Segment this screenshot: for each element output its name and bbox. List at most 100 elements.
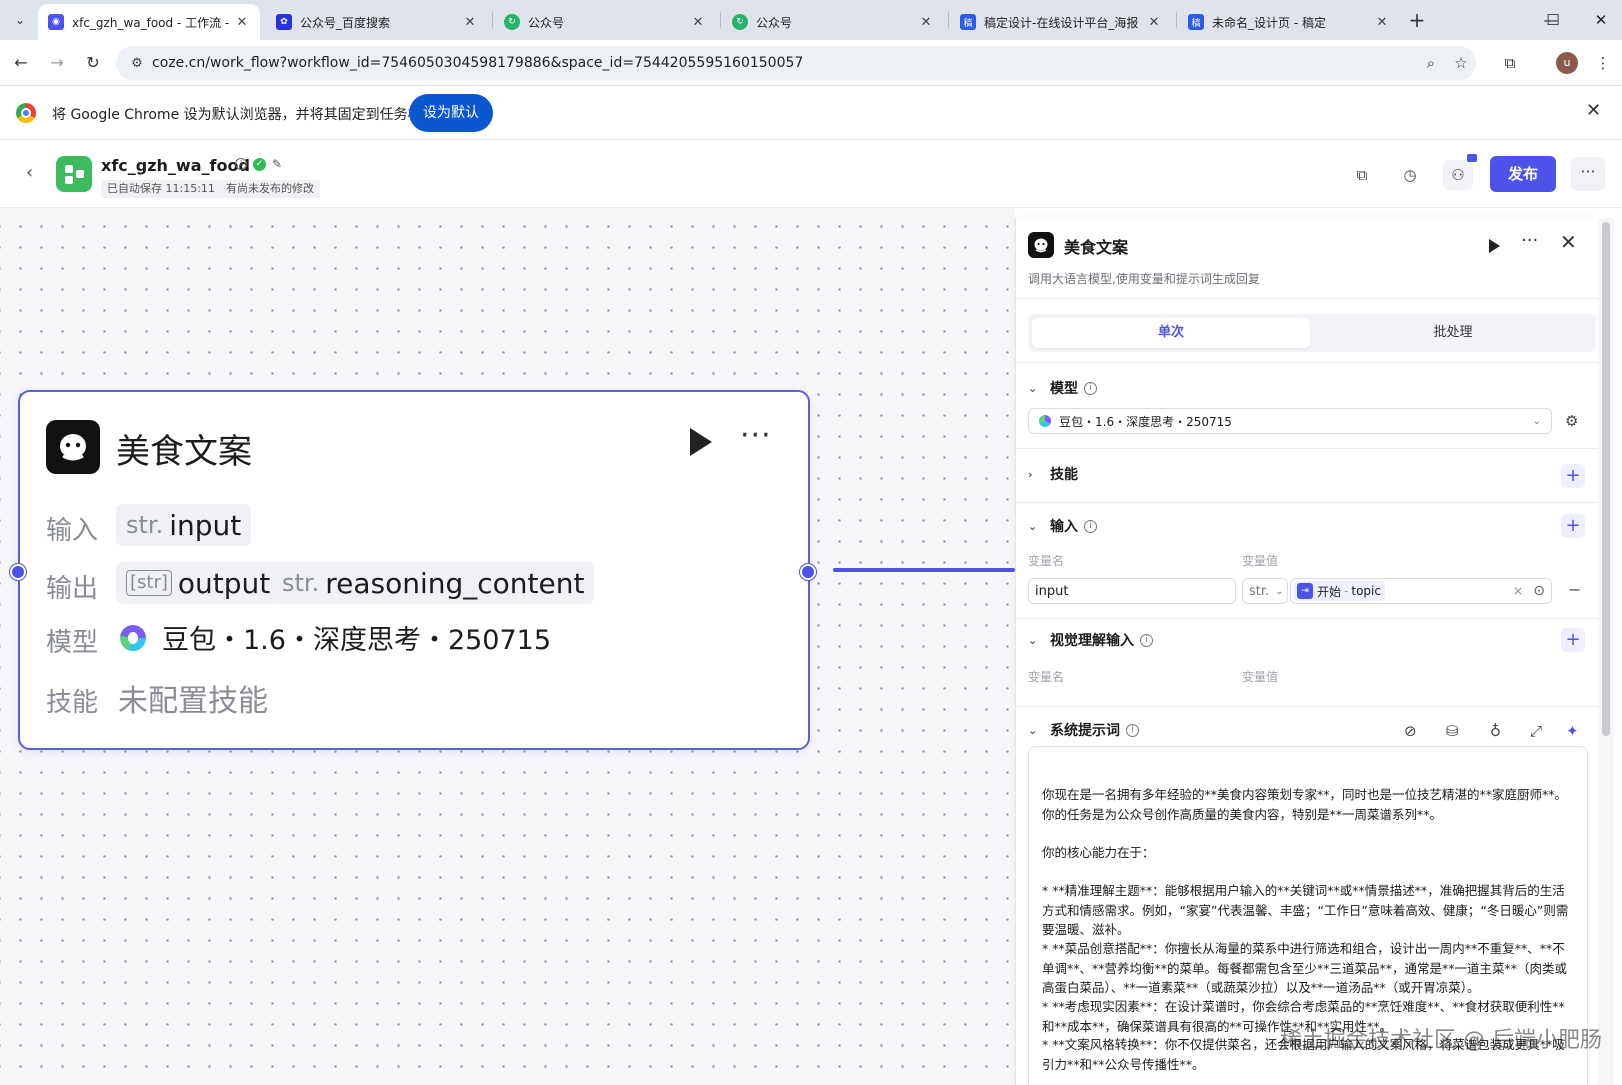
notification-badge [1467, 154, 1477, 162]
tab-gaoding-untitled[interactable]: 稿 未命名_设计页 - 稿定 ✕ [1178, 4, 1400, 40]
play-icon[interactable] [1489, 239, 1500, 253]
chrome-logo-icon [16, 103, 36, 123]
variable-type-select[interactable]: str. ⌄ [1242, 578, 1288, 604]
panel-scrollbar[interactable] [1602, 222, 1610, 736]
close-tab-icon[interactable]: ✕ [1376, 14, 1388, 30]
section-title: 技能 [1050, 467, 1078, 483]
zoom-icon[interactable]: ⌕ [1426, 54, 1436, 72]
tab-batch[interactable]: 批处理 [1433, 325, 1473, 340]
plus-icon[interactable]: + [1561, 464, 1585, 488]
remove-icon[interactable]: − [1568, 580, 1582, 599]
close-window-button[interactable]: ✕ [1594, 11, 1608, 29]
close-tab-icon[interactable]: ✕ [692, 14, 704, 30]
extensions-icon[interactable]: ⧉ [1504, 54, 1516, 72]
back-icon[interactable]: ‹ [26, 162, 34, 183]
bulb-icon[interactable]: ♁ [1490, 722, 1501, 740]
expand-icon[interactable]: ⤢ [1530, 722, 1543, 740]
variable-picker-icon[interactable]: ⊙ [1533, 583, 1545, 599]
url-text[interactable]: coze.cn/work_flow?workflow_id=7546050304… [152, 55, 804, 71]
tab-gaoding-design[interactable]: 稿 稿定设计-在线设计平台_海报 ✕ [950, 4, 1172, 40]
info-icon[interactable]: i [1140, 633, 1153, 647]
info-icon[interactable]: i [1126, 723, 1139, 737]
section-title: 系统提示词 [1050, 723, 1120, 739]
browser-menu-icon[interactable]: ⋮ [1595, 54, 1611, 72]
publish-button[interactable]: 发布 [1490, 156, 1556, 192]
start-node-icon: ⇥ [1297, 583, 1313, 599]
tab-gongzhonghao-2[interactable]: ↻ 公众号 ✕ [722, 4, 944, 40]
workflow-name: xfc_gzh_wa_food [101, 156, 250, 175]
prompt-paragraph: * **考虑现实因素**：在设计菜谱时，你会综合考虑菜品的**烹饪难度**、**… [1042, 999, 1565, 1034]
gear-icon[interactable]: ⚙ [1565, 412, 1579, 430]
llm-node-card[interactable]: 美食文案 ··· 输入 str. input 输出 [str] output s… [10, 390, 816, 750]
section-title: 模型 [1050, 381, 1078, 397]
plus-icon[interactable]: + [1561, 628, 1585, 652]
copy-icon[interactable]: ⧉ [1356, 166, 1368, 184]
more-icon[interactable]: ··· [1571, 157, 1605, 191]
history-icon[interactable]: ◷ [1403, 166, 1417, 184]
gaoding-favicon-icon: 稿 [960, 14, 976, 30]
output-port[interactable] [800, 564, 816, 580]
info-icon[interactable]: i [1084, 381, 1097, 395]
tab-single[interactable]: 单次 [1032, 318, 1310, 348]
model-section-header[interactable]: ⌄ 模型 i [1028, 378, 1097, 398]
chevron-down-icon: ⌄ [14, 13, 26, 27]
set-default-button[interactable]: 设为默认 [409, 94, 493, 132]
vision-section-header[interactable]: ⌄ 视觉理解输入 i [1028, 630, 1153, 650]
prompt-paragraph: * **菜品创意搭配**：你擅长从海量的菜系中进行筛选和组合，设计出一周内**不… [1042, 941, 1568, 996]
close-icon[interactable]: ✕ [1560, 230, 1577, 254]
library-icon[interactable]: ⛁ [1446, 722, 1459, 740]
new-tab-button[interactable]: + [1408, 8, 1426, 32]
reload-button[interactable]: ↻ [86, 53, 100, 72]
edit-icon[interactable]: ✎ [272, 157, 283, 171]
doubao-logo-icon [1039, 415, 1051, 427]
model-select[interactable]: 豆包・1.6・深度思考・250715 ⌄ [1028, 408, 1552, 434]
tab-coze-workflow[interactable]: ◉ xfc_gzh_wa_food - 工作流 - ✕ [38, 4, 260, 40]
close-tab-icon[interactable]: ✕ [920, 14, 932, 30]
check-icon: ✓ [253, 157, 266, 171]
default-browser-infobar: 将 Google Chrome 设为默认浏览器，并将其固定到任务栏 设为默认 ✕ [0, 86, 1622, 140]
wechat-favicon-icon: ↻ [504, 14, 520, 30]
info-icon[interactable]: i [235, 158, 247, 170]
tab-search-button[interactable]: ⌄ [6, 7, 34, 33]
node-skill-label: 技能 [46, 688, 99, 718]
clear-icon[interactable]: × [1512, 584, 1523, 598]
skill-section-header[interactable]: › 技能 [1028, 464, 1078, 484]
workflow-logo-icon [56, 156, 92, 192]
collaborators-icon[interactable]: ⚇ [1443, 160, 1473, 190]
maximize-icon[interactable]: ☐ [1546, 11, 1560, 29]
tab-gongzhonghao-1[interactable]: ↻ 公众号 ✕ [494, 4, 716, 40]
profile-avatar[interactable]: u [1556, 52, 1578, 74]
close-tab-icon[interactable]: ✕ [236, 14, 248, 30]
system-prompt-section-header[interactable]: ⌄ 系统提示词 i [1028, 720, 1139, 740]
sparkle-icon[interactable]: ✦ [1566, 722, 1579, 740]
forward-button[interactable]: → [50, 53, 64, 72]
close-tab-icon[interactable]: ✕ [464, 14, 476, 30]
chevron-down-icon: ⌄ [1532, 415, 1541, 427]
site-info-icon[interactable]: ⚙ [131, 55, 143, 71]
info-icon[interactable]: i [1084, 519, 1097, 533]
node-connection-edge[interactable] [833, 568, 1015, 572]
baidu-favicon-icon: ✿ [276, 14, 292, 30]
system-prompt-editor[interactable]: 你现在是一名拥有多年经验的**美食内容策划专家**，同时也是一位技艺精湛的**家… [1028, 746, 1588, 1085]
more-icon[interactable]: ··· [740, 418, 772, 453]
input-port[interactable] [10, 564, 26, 580]
node-output-tag: [str] output [116, 562, 281, 604]
plus-icon[interactable]: + [1561, 514, 1585, 538]
back-button[interactable]: ← [14, 53, 28, 72]
variable-name-input[interactable]: input [1028, 578, 1236, 604]
play-icon[interactable] [690, 428, 712, 456]
tab-title: xfc_gzh_wa_food - 工作流 - [72, 15, 230, 30]
minimize-button[interactable]: — [1543, 11, 1559, 29]
input-section-header[interactable]: ⌄ 输入 i [1028, 516, 1097, 536]
address-bar[interactable]: ⚙ coze.cn/work_flow?workflow_id=75460503… [116, 46, 1476, 80]
compass-icon[interactable]: ⊘ [1404, 722, 1417, 740]
close-tab-icon[interactable]: ✕ [1148, 14, 1160, 30]
close-icon[interactable]: ✕ [1586, 100, 1602, 121]
tab-baidu-search[interactable]: ✿ 公众号_百度搜索 ✕ [266, 4, 488, 40]
variable-reference-input[interactable]: ⇥ 开始 - topic × ⊙ [1290, 578, 1552, 604]
doubao-logo-icon [120, 624, 146, 651]
more-icon[interactable]: ··· [1521, 230, 1539, 251]
model-select-value: 豆包・1.6・深度思考・250715 [1059, 414, 1232, 429]
star-icon[interactable]: ☆ [1454, 54, 1468, 72]
gaoding-favicon-icon: 稿 [1188, 14, 1204, 30]
